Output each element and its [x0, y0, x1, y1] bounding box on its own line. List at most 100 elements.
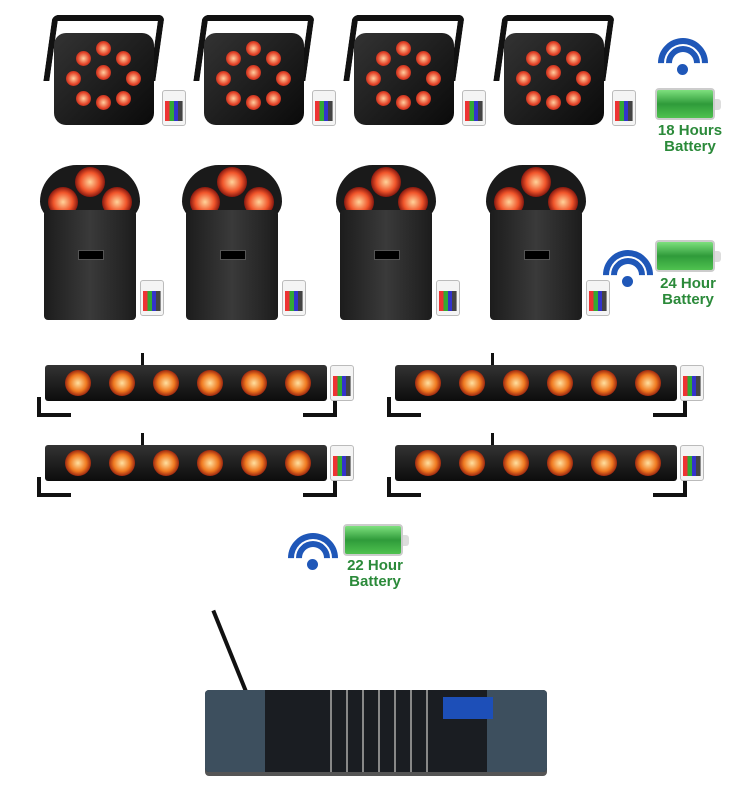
wedge-body	[340, 210, 432, 320]
dmx-controller	[205, 609, 547, 778]
bar-body	[45, 445, 327, 481]
par-light	[40, 15, 165, 127]
par-body	[354, 33, 454, 125]
led	[246, 41, 261, 56]
led	[109, 370, 135, 396]
wedge-light	[336, 165, 436, 320]
wedge-body	[44, 210, 136, 320]
led	[546, 65, 561, 80]
led	[396, 95, 411, 110]
led	[241, 370, 267, 396]
lens	[75, 167, 105, 197]
par-light	[190, 15, 315, 127]
led	[65, 450, 91, 476]
display	[524, 250, 550, 260]
led	[116, 51, 131, 66]
led	[276, 71, 291, 86]
foot	[387, 397, 421, 417]
remote-control	[162, 90, 186, 126]
led	[153, 370, 179, 396]
wifi-dot	[677, 64, 688, 75]
remote-control	[140, 280, 164, 316]
led	[226, 51, 241, 66]
wifi-dot	[307, 559, 318, 570]
led	[197, 450, 223, 476]
led	[503, 370, 529, 396]
antenna	[491, 353, 494, 373]
led	[503, 450, 529, 476]
lens	[521, 167, 551, 197]
bar-body	[395, 445, 677, 481]
wifi-icon	[277, 522, 349, 594]
foot	[653, 397, 687, 417]
antenna	[141, 353, 144, 373]
led	[266, 51, 281, 66]
led	[415, 450, 441, 476]
wedge-light	[182, 165, 282, 320]
led	[96, 95, 111, 110]
led	[246, 95, 261, 110]
led	[591, 370, 617, 396]
par-light	[490, 15, 615, 127]
lens	[217, 167, 247, 197]
bar-body	[45, 365, 327, 401]
foot	[653, 477, 687, 497]
led	[415, 370, 441, 396]
led	[459, 370, 485, 396]
led	[546, 41, 561, 56]
remote-control	[312, 90, 336, 126]
led	[526, 51, 541, 66]
led	[96, 65, 111, 80]
led	[459, 450, 485, 476]
led	[396, 41, 411, 56]
led	[546, 95, 561, 110]
remote-control	[612, 90, 636, 126]
wedge-body	[490, 210, 582, 320]
bar-body	[395, 365, 677, 401]
led	[376, 51, 391, 66]
led	[66, 71, 81, 86]
led-bar	[387, 353, 687, 417]
remote-control	[462, 90, 486, 126]
led-bar	[37, 353, 337, 417]
led	[635, 450, 661, 476]
led-bar	[387, 433, 687, 497]
led	[547, 370, 573, 396]
wedge-body	[186, 210, 278, 320]
led	[65, 370, 91, 396]
led	[285, 450, 311, 476]
led	[366, 71, 381, 86]
led	[591, 450, 617, 476]
remote-control	[680, 445, 704, 481]
led	[396, 65, 411, 80]
wifi-icon	[647, 27, 719, 99]
led	[109, 450, 135, 476]
led-bar	[37, 433, 337, 497]
lens	[371, 167, 401, 197]
led	[226, 91, 241, 106]
par-light	[340, 15, 465, 127]
led	[516, 71, 531, 86]
par-body	[504, 33, 604, 125]
display	[78, 250, 104, 260]
foot	[37, 477, 71, 497]
led	[635, 370, 661, 396]
led	[76, 51, 91, 66]
remote-control	[586, 280, 610, 316]
led	[426, 71, 441, 86]
led	[126, 71, 141, 86]
led	[153, 450, 179, 476]
wedge-light	[40, 165, 140, 320]
wedge-light	[486, 165, 586, 320]
remote-control	[330, 365, 354, 401]
par-body	[204, 33, 304, 125]
led	[197, 370, 223, 396]
led	[416, 51, 431, 66]
battery-icon	[655, 88, 721, 120]
par-body	[54, 33, 154, 125]
led	[241, 450, 267, 476]
led	[416, 91, 431, 106]
